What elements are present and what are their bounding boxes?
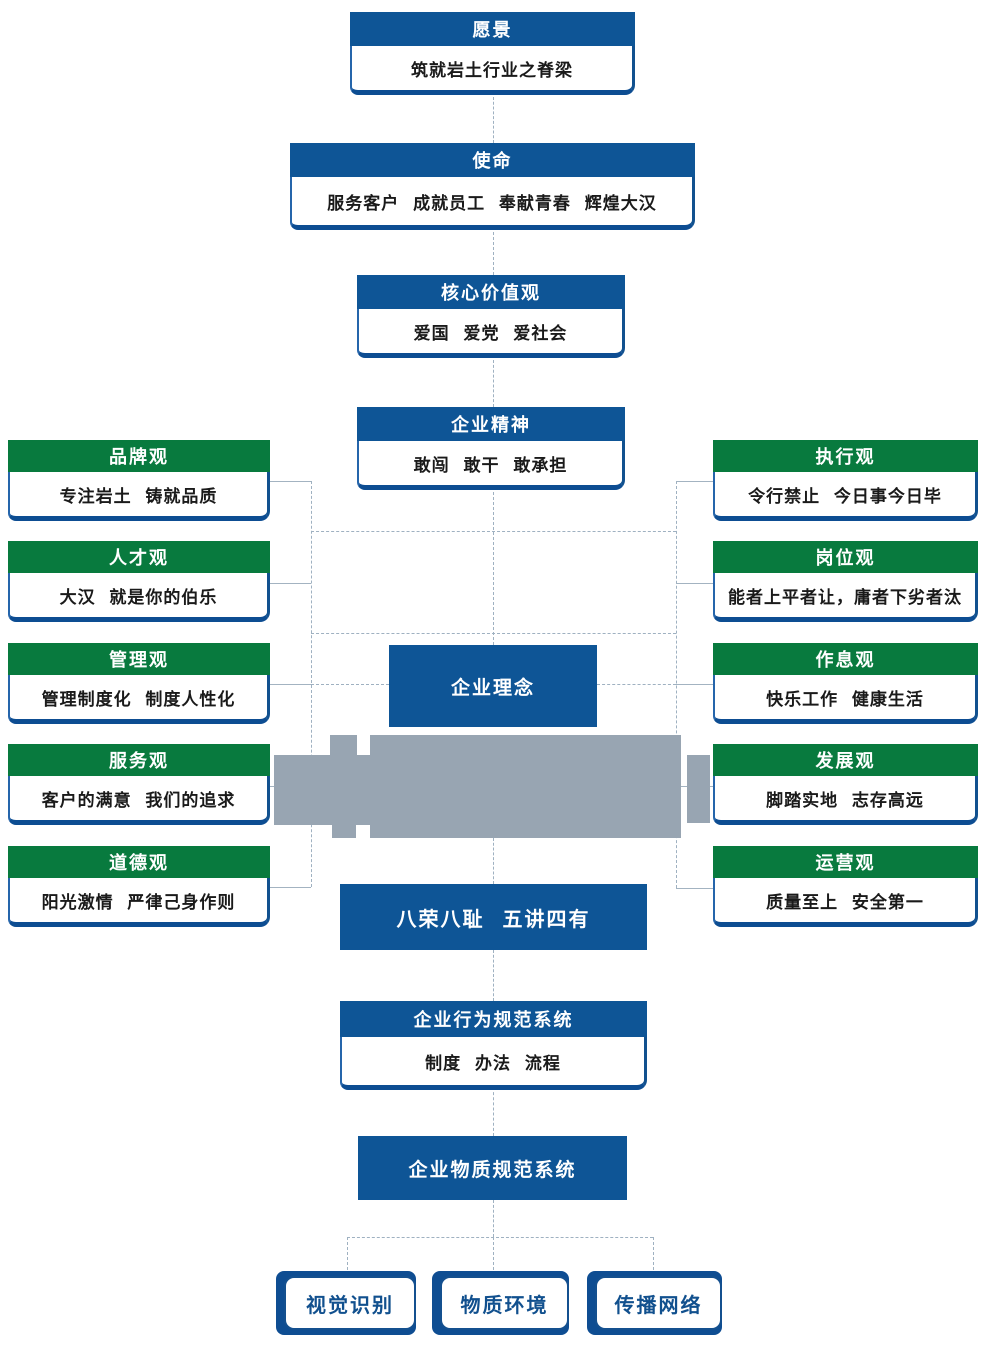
gray-graphic-block bbox=[687, 755, 710, 823]
node-visual-identity-label: 视觉识别 bbox=[284, 1276, 416, 1330]
connector-line bbox=[493, 1200, 494, 1237]
connector-line bbox=[676, 481, 713, 482]
node-behavior-system: 企业行为规范系统 制度 办法 流程 bbox=[340, 1001, 647, 1090]
node-material-environment-label: 物质环境 bbox=[440, 1276, 569, 1330]
connector-line bbox=[493, 838, 494, 884]
node-core-values-body: 爱国 爱党 爱社会 bbox=[357, 309, 625, 358]
connector-line bbox=[493, 97, 494, 143]
connector-line bbox=[347, 1237, 653, 1238]
node-management-view: 管理观 管理制度化 制度人性化 bbox=[8, 643, 270, 724]
connector-line bbox=[493, 360, 494, 407]
node-position-view-title: 岗位观 bbox=[713, 541, 978, 573]
node-development-view-title: 发展观 bbox=[713, 744, 978, 776]
connector-line bbox=[311, 531, 676, 532]
connector-line bbox=[311, 684, 389, 685]
node-operations-view-body: 质量至上 安全第一 bbox=[713, 878, 978, 927]
node-core-values-title: 核心价值观 bbox=[357, 275, 625, 309]
node-spirit-body: 敢闯 敢干 敢承担 bbox=[357, 441, 625, 490]
node-worklife-view: 作息观 快乐工作 健康生活 bbox=[713, 643, 978, 724]
connector-line bbox=[493, 950, 494, 1001]
node-vision: 愿景 筑就岩土行业之脊梁 bbox=[350, 12, 635, 95]
node-philosophy: 企业理念 bbox=[389, 645, 597, 727]
node-worklife-view-title: 作息观 bbox=[713, 643, 978, 675]
node-material-system: 企业物质规范系统 bbox=[358, 1136, 627, 1200]
node-brand-view-body: 专注岩土 铸就品质 bbox=[8, 472, 270, 521]
connector-line bbox=[653, 1237, 654, 1275]
node-ethics-view: 道德观 阳光激情 严律己身作则 bbox=[8, 846, 270, 927]
connector-line bbox=[270, 481, 311, 482]
node-vision-title: 愿景 bbox=[350, 12, 635, 46]
connector-line bbox=[676, 888, 713, 889]
node-development-view: 发展观 脚踏实地 志存高远 bbox=[713, 744, 978, 825]
node-vision-body: 筑就岩土行业之脊梁 bbox=[350, 46, 635, 95]
node-management-view-title: 管理观 bbox=[8, 643, 270, 675]
connector-line bbox=[270, 684, 311, 685]
connector-line bbox=[493, 492, 494, 645]
connector-line bbox=[311, 633, 676, 634]
gray-graphic-block bbox=[330, 735, 357, 755]
node-core-values: 核心价值观 爱国 爱党 爱社会 bbox=[357, 275, 625, 358]
node-ethics-view-title: 道德观 bbox=[8, 846, 270, 878]
node-execution-view: 执行观 令行禁止 今日事今日毕 bbox=[713, 440, 978, 521]
node-position-view-body: 能者上平者让，庸者下劣者汰 bbox=[713, 573, 978, 622]
node-brand-view-title: 品牌观 bbox=[8, 440, 270, 472]
connector-line bbox=[493, 232, 494, 275]
node-behavior-system-title: 企业行为规范系统 bbox=[340, 1001, 647, 1037]
connector-line bbox=[493, 1087, 494, 1136]
connector-line bbox=[270, 887, 311, 888]
connector-line bbox=[597, 684, 676, 685]
node-execution-view-body: 令行禁止 今日事今日毕 bbox=[713, 472, 978, 521]
node-spirit-title: 企业精神 bbox=[357, 407, 625, 441]
node-mission-body: 服务客户 成就员工 奉献青春 辉煌大汉 bbox=[290, 177, 695, 230]
node-mission: 使命 服务客户 成就员工 奉献青春 辉煌大汉 bbox=[290, 143, 695, 230]
node-material-environment: 物质环境 bbox=[432, 1271, 569, 1335]
node-communication-network: 传播网络 bbox=[587, 1271, 722, 1335]
node-worklife-view-body: 快乐工作 健康生活 bbox=[713, 675, 978, 724]
node-service-view-title: 服务观 bbox=[8, 744, 270, 776]
node-service-view-body: 客户的满意 我们的追求 bbox=[8, 776, 270, 825]
node-management-view-body: 管理制度化 制度人性化 bbox=[8, 675, 270, 724]
node-service-view: 服务观 客户的满意 我们的追求 bbox=[8, 744, 270, 825]
node-development-view-body: 脚踏实地 志存高远 bbox=[713, 776, 978, 825]
connector-line bbox=[347, 1237, 348, 1275]
node-behavior-system-body: 制度 办法 流程 bbox=[340, 1037, 647, 1090]
node-execution-view-title: 执行观 bbox=[713, 440, 978, 472]
connector-line bbox=[493, 1237, 494, 1275]
gray-graphic-block bbox=[370, 735, 681, 838]
node-talent-view: 人才观 大汉 就是你的伯乐 bbox=[8, 541, 270, 622]
node-slogan: 八荣八耻 五讲四有 bbox=[340, 884, 647, 950]
node-operations-view-title: 运营观 bbox=[713, 846, 978, 878]
node-visual-identity: 视觉识别 bbox=[276, 1271, 416, 1335]
node-ethics-view-body: 阳光激情 严律己身作则 bbox=[8, 878, 270, 927]
node-spirit: 企业精神 敢闯 敢干 敢承担 bbox=[357, 407, 625, 490]
gray-graphic-block bbox=[332, 825, 356, 838]
gray-graphic-block bbox=[274, 755, 370, 825]
node-operations-view: 运营观 质量至上 安全第一 bbox=[713, 846, 978, 927]
node-communication-network-label: 传播网络 bbox=[595, 1276, 722, 1330]
connector-line bbox=[270, 583, 311, 584]
node-position-view: 岗位观 能者上平者让，庸者下劣者汰 bbox=[713, 541, 978, 622]
connector-line bbox=[676, 684, 713, 685]
node-talent-view-title: 人才观 bbox=[8, 541, 270, 573]
node-mission-title: 使命 bbox=[290, 143, 695, 177]
connector-line bbox=[676, 583, 713, 584]
node-talent-view-body: 大汉 就是你的伯乐 bbox=[8, 573, 270, 622]
node-brand-view: 品牌观 专注岩土 铸就品质 bbox=[8, 440, 270, 521]
